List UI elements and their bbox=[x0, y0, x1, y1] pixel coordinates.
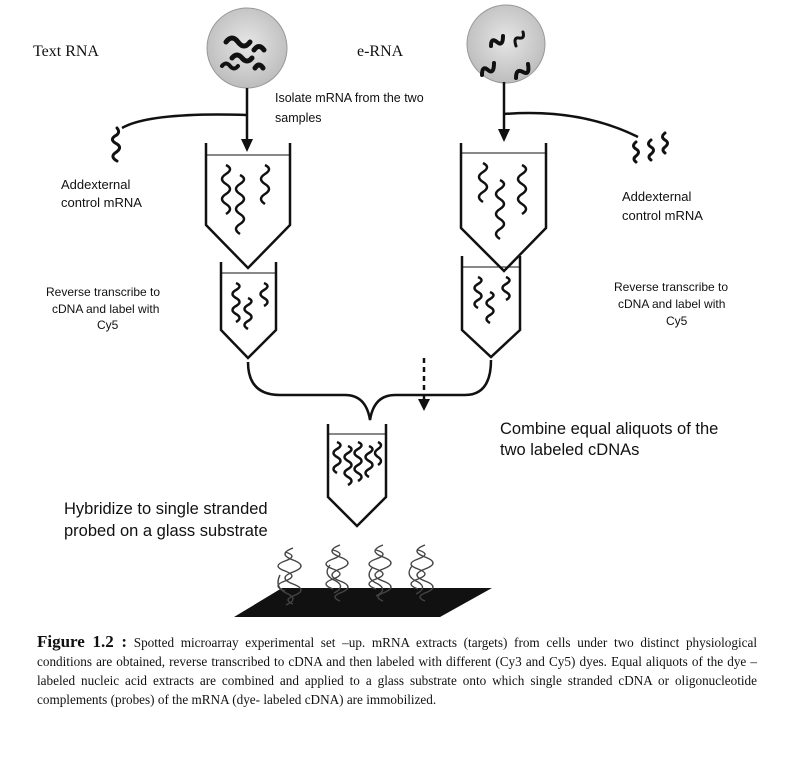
probe-strands bbox=[277, 544, 434, 606]
rt-left-line3: Cy5 bbox=[97, 318, 119, 332]
left-sample-title: Text RNA bbox=[33, 43, 99, 60]
isolate-label-line1: Isolate mRNA from the two bbox=[275, 91, 424, 105]
hybridize-label-line2: probed on a glass substrate bbox=[64, 522, 268, 540]
left-tube-lower bbox=[219, 262, 278, 360]
isolate-label-line2: samples bbox=[275, 111, 322, 125]
figure-caption: Figure 1.2 : Spotted microarray experime… bbox=[37, 632, 757, 709]
hybridize-label-line1: Hybridize to single stranded bbox=[64, 500, 268, 518]
add-control-right-line2: control mRNA bbox=[622, 208, 703, 223]
external-control-right-icon bbox=[503, 111, 669, 164]
combine-bracket bbox=[246, 359, 493, 421]
add-control-left-line2: control mRNA bbox=[61, 195, 142, 210]
isolate-arrow-right bbox=[498, 82, 510, 142]
right-sample-title: e-RNA bbox=[357, 43, 404, 60]
combine-label-line2: two labeled cDNAs bbox=[500, 441, 640, 459]
left-cell-icon bbox=[206, 7, 288, 89]
isolate-arrow-left bbox=[241, 88, 253, 152]
combine-label-line1: Combine equal aliquots of the bbox=[500, 420, 719, 438]
right-tube-upper bbox=[459, 143, 548, 273]
rt-right-line1: Reverse transcribe to bbox=[614, 280, 729, 294]
right-tube-lower bbox=[460, 256, 522, 359]
combined-tube bbox=[326, 424, 388, 528]
glass-substrate bbox=[234, 588, 492, 617]
figure-caption-text: Spotted microarray experimental set –up.… bbox=[37, 635, 757, 707]
rt-right-line3: Cy5 bbox=[666, 314, 688, 328]
external-control-left-icon bbox=[110, 113, 248, 163]
rt-left-line1: Reverse transcribe to bbox=[46, 285, 161, 299]
add-control-left-line1: Addexternal bbox=[61, 177, 131, 192]
figure-caption-label: Figure 1.2 : bbox=[37, 632, 128, 651]
right-cell-icon bbox=[466, 4, 546, 84]
left-tube-upper bbox=[204, 143, 292, 270]
dashed-down-arrow bbox=[418, 358, 430, 411]
rt-right-line2: cDNA and label with bbox=[618, 297, 726, 311]
rt-left-line2: cDNA and label with bbox=[52, 302, 160, 316]
add-control-right-line1: Addexternal bbox=[622, 189, 692, 204]
